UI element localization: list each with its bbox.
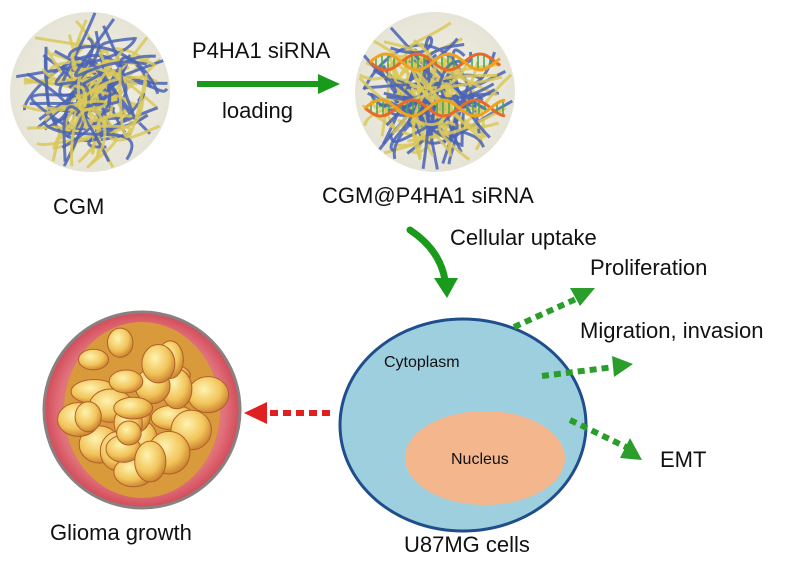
helix-strand: [364, 98, 506, 118]
emt-label: EMT: [660, 447, 707, 472]
loading-label: loading: [222, 98, 293, 123]
fiber-strand: [54, 70, 91, 167]
cell: [338, 317, 588, 533]
nucleus: [405, 411, 565, 505]
fiber-strand: [407, 106, 507, 143]
tumor-lump: [134, 440, 167, 483]
nucleus-label: Nucleus: [451, 451, 509, 468]
helix-strand: [364, 98, 506, 118]
tumor-lump: [113, 396, 154, 420]
fiber-strand: [118, 55, 160, 121]
fiber-strand: [373, 39, 438, 106]
fiber-strand: [425, 85, 469, 147]
fiber-strand: [62, 105, 111, 163]
fiber-strand: [74, 18, 148, 78]
fiber-strand: [65, 91, 117, 139]
glioma-tumor: [42, 310, 242, 510]
cgm-loaded-particle: [355, 12, 515, 172]
tumor-lump: [187, 376, 230, 414]
fiber-strand: [67, 45, 153, 88]
helix-strand: [369, 52, 501, 72]
emt-arrow: [568, 417, 642, 460]
sirna-helices: [364, 52, 506, 118]
cgm-particle: [10, 12, 170, 172]
fiber-strand: [409, 75, 503, 113]
sirna-label: P4HA1 siRNA: [192, 38, 331, 63]
uptake-arrow: [406, 226, 458, 298]
tumor-lump: [107, 327, 134, 358]
uptake-label: Cellular uptake: [450, 225, 597, 250]
cells-label: U87MG cells: [404, 532, 530, 557]
glioma-arrow: [244, 402, 330, 424]
tumor-lump: [74, 401, 102, 433]
fiber-network: [15, 12, 169, 169]
fiber-strand: [118, 67, 149, 139]
proliferation-arrow: [512, 288, 595, 330]
glioma-label: Glioma growth: [50, 520, 192, 545]
tumor-lump: [78, 348, 109, 371]
cgm-loaded-label: CGM@P4HA1 siRNA: [322, 183, 534, 208]
tumor-lump: [108, 369, 144, 394]
fiber-strand: [416, 77, 462, 120]
tumor-lump: [141, 344, 176, 384]
proliferation-label: Proliferation: [590, 255, 708, 280]
tumor-lumps: [57, 322, 230, 498]
cgm-label: CGM: [53, 194, 105, 219]
helix-strand: [369, 52, 501, 72]
migration-arrow: [541, 356, 633, 379]
fiber-strand: [70, 108, 107, 169]
cytoplasm-label: Cytoplasm: [384, 354, 460, 371]
fiber-strand: [76, 66, 127, 130]
fiber-strand: [26, 67, 113, 105]
fiber-strand: [23, 53, 123, 111]
fiber-strand: [61, 55, 112, 149]
tumor-lump: [116, 420, 142, 446]
fiber-strand: [411, 39, 437, 161]
fiber-strand: [41, 120, 134, 161]
migration-label: Migration, invasion: [580, 318, 764, 343]
fiber-strand: [421, 58, 488, 170]
loading-arrow: [197, 74, 340, 94]
fiber-strand: [390, 35, 434, 55]
